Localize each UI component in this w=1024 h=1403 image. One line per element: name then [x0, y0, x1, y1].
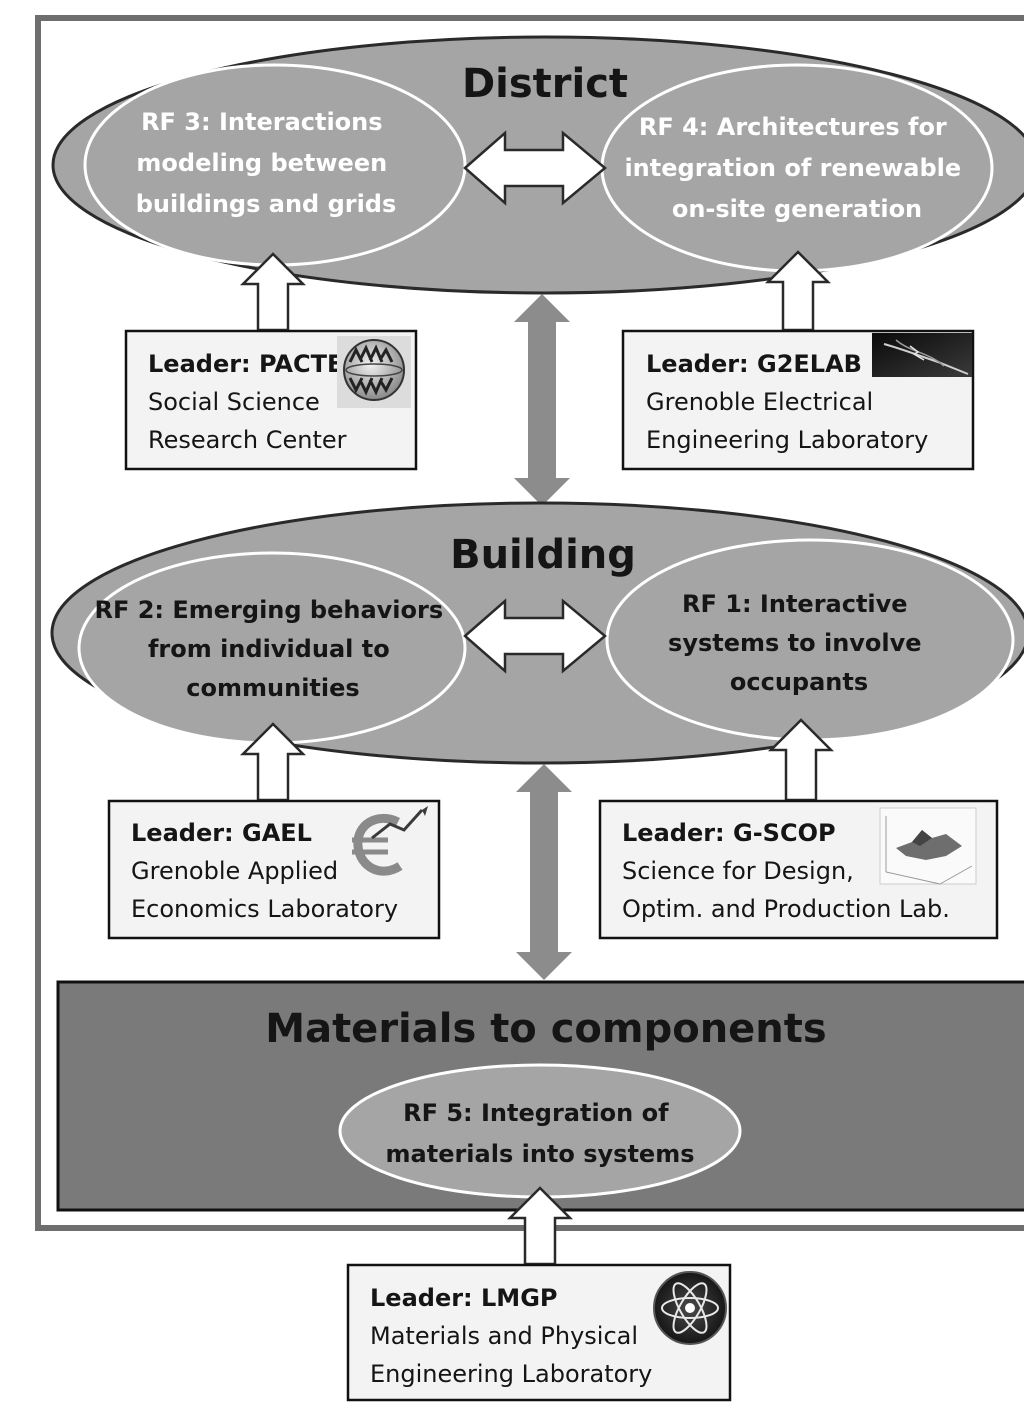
pacte-to-rf3-arrow: [239, 252, 307, 332]
rf2-line-1: RF 2: Emerging behaviors: [94, 596, 443, 624]
rf1-line-1: RF 1: Interactive: [682, 590, 908, 618]
gscop-to-rf1-arrow: [767, 718, 835, 802]
globe-people-icon: [337, 336, 411, 408]
lmgp-to-rf5-arrow: [506, 1186, 574, 1266]
building-double-arrow: [463, 598, 607, 674]
g2elab-leader-name: Leader: G2ELAB: [646, 350, 862, 378]
rf4-line-1: RF 4: Architectures for: [639, 113, 947, 141]
pacte-leader-name: Leader: PACTE: [148, 350, 343, 378]
building-title: Building: [450, 532, 636, 578]
district-building-link-arrow: [514, 294, 570, 506]
gael-to-rf2-arrow: [239, 722, 307, 802]
rf4-line-3: on-site generation: [672, 195, 922, 223]
lmgp-line-1: Materials and Physical: [370, 1322, 638, 1350]
lmgp-line-2: Engineering Laboratory: [370, 1360, 652, 1388]
g2elab-line-2: Engineering Laboratory: [646, 426, 928, 454]
district-double-arrow: [463, 130, 607, 206]
pacte-line-1: Social Science: [148, 388, 320, 416]
gscop-line-1: Science for Design,: [622, 857, 854, 885]
rf4-line-2: integration of renewable: [624, 154, 961, 182]
gscop-leader-name: Leader: G-SCOP: [622, 819, 836, 847]
rf3-line-3: buildings and grids: [136, 190, 397, 218]
rf2-line-3: communities: [186, 674, 359, 702]
pacte-line-2: Research Center: [148, 426, 347, 454]
rf3-line-2: modeling between: [136, 149, 387, 177]
lmgp-leader-name: Leader: LMGP: [370, 1284, 557, 1312]
g2elab-line-1: Grenoble Electrical: [646, 388, 873, 416]
district-title: District: [462, 61, 628, 107]
rf2-text: RF 2: Emerging behaviors from individual…: [94, 596, 451, 702]
rf5-ellipse: [338, 1063, 742, 1199]
rf1-line-2: systems to involve: [668, 629, 922, 657]
rf4-text: RF 4: Architectures for integration of r…: [624, 113, 969, 223]
electric-arc-icon: [872, 333, 972, 377]
gael-line-2: Economics Laboratory: [131, 895, 398, 923]
g2elab-to-rf4-arrow: [764, 250, 832, 332]
rf5-text: RF 5: Integration of materials into syst…: [386, 1099, 695, 1168]
atom-icon: [653, 1271, 727, 1345]
rf5-line-1: RF 5: Integration of: [403, 1099, 669, 1127]
gscop-line-2: Optim. and Production Lab.: [622, 895, 950, 923]
materials-title: Materials to components: [265, 1006, 826, 1052]
gael-leader-name: Leader: GAEL: [131, 819, 312, 847]
rf1-line-3: occupants: [730, 668, 868, 696]
euro-chart-icon: [352, 806, 428, 876]
rf5-line-2: materials into systems: [386, 1140, 695, 1168]
rf1-text: RF 1: Interactive systems to involve occ…: [668, 590, 930, 696]
gael-line-1: Grenoble Applied: [131, 857, 338, 885]
building-materials-link-arrow: [516, 764, 572, 980]
rf2-line-2: from individual to: [148, 635, 390, 663]
rf3-text: RF 3: Interactions modeling between buil…: [136, 108, 397, 218]
surface-plot-icon: [879, 807, 977, 885]
rf3-line-1: RF 3: Interactions: [141, 108, 382, 136]
